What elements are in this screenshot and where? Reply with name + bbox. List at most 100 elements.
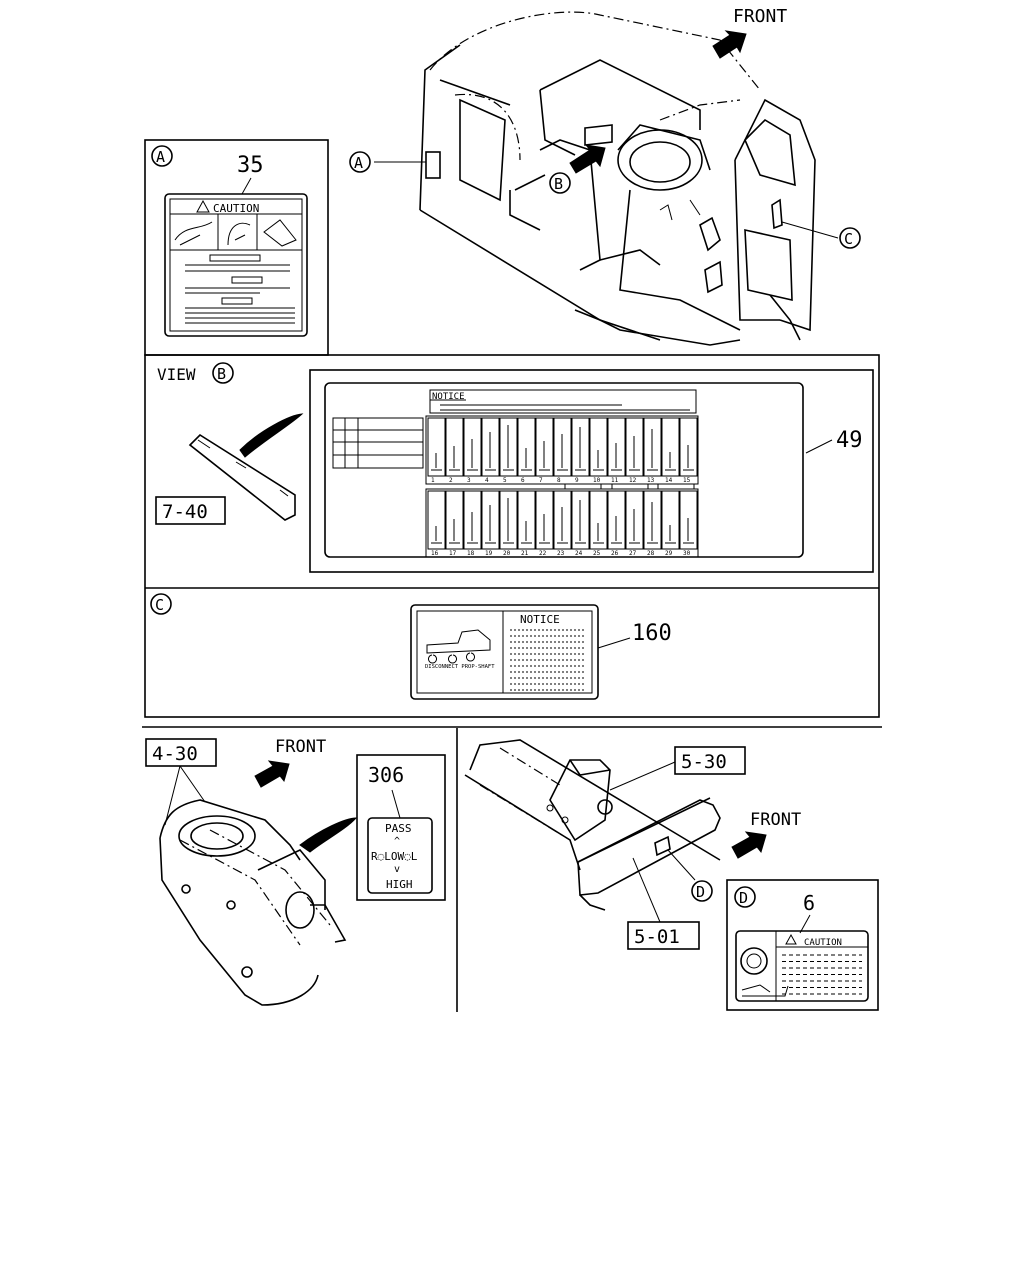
view-a-panel: A 35 CAUTION <box>144 139 329 356</box>
front-label-top: FRONT <box>733 6 787 27</box>
fuse-number: 3 <box>467 477 471 484</box>
frame-illustration: 5-30 D 5-01 FRONT <box>464 739 801 950</box>
fuse-number: 14 <box>665 477 673 484</box>
front-arrow-icon <box>712 30 747 59</box>
view-a-letter: A <box>156 148 165 166</box>
front-arrow-top: FRONT <box>712 6 787 59</box>
fuse-number: 7 <box>539 477 543 484</box>
svg-text:^: ^ <box>394 836 400 847</box>
view-c-letter: C <box>155 596 164 614</box>
truck-icon <box>426 629 491 664</box>
notice-text-b: NOTICE <box>432 392 465 402</box>
ref-5-30: 5-30 <box>681 751 727 773</box>
fuse-slot: 13 <box>643 417 662 484</box>
fuse-slot: 1 <box>427 417 446 484</box>
fuse-number: 17 <box>449 550 457 557</box>
view-c-panel: C DISCONNECT PROP-SHAFT NOTICE 160 <box>150 593 672 700</box>
fuse-number: 13 <box>647 477 655 484</box>
caution-text-a: CAUTION <box>213 202 259 215</box>
fuse-number: 12 <box>629 477 637 484</box>
lever-illustration: 4-30 FRONT 306 PASS ^ R◌LOW◌L v HIGH <box>145 737 446 1006</box>
front-label-right: FRONT <box>750 810 801 830</box>
callout-a-cab: A <box>349 151 371 173</box>
fuse-slot: 23 <box>553 490 572 557</box>
view-label: VIEW <box>157 365 196 384</box>
notice-text-c: NOTICE <box>520 613 560 626</box>
fuse-number: 4 <box>485 477 489 484</box>
fuse-slot: 17 <box>445 490 464 557</box>
fuse-number: 18 <box>467 550 475 557</box>
front-arrow-icon-left <box>254 760 290 788</box>
callout-b-cab: B <box>549 172 571 194</box>
svg-text:A: A <box>354 154 363 172</box>
fuse-slot: 6 <box>517 417 536 484</box>
disconnect-text: DISCONNECT PROP-SHAFT <box>425 664 495 670</box>
fuse-number: 21 <box>521 550 529 557</box>
part-number-306: 306 <box>368 763 404 787</box>
view-bc-frame <box>144 354 880 718</box>
fuse-slot: 19 <box>481 490 500 557</box>
fuse-slot: 30 <box>679 490 698 557</box>
fuse-number: 2 <box>449 477 453 484</box>
fuse-number: 19 <box>485 550 493 557</box>
part-number-49: 49 <box>836 428 863 453</box>
callout-c-cab: C <box>839 227 861 249</box>
fuse-number: 23 <box>557 550 565 557</box>
fuse-slot: 8 <box>553 417 572 484</box>
svg-text:v: v <box>394 864 400 875</box>
pass-text: PASS <box>385 822 412 835</box>
fuse-slot: 16 <box>427 490 446 557</box>
part-number-160: 160 <box>632 621 672 646</box>
caution-triangle-icon <box>196 199 210 213</box>
fuse-number: 5 <box>503 477 507 484</box>
fuse-number: 26 <box>611 550 619 557</box>
fuse-slot: 21 <box>517 490 536 557</box>
cab-illustration <box>374 11 839 346</box>
fuse-number: 25 <box>593 550 601 557</box>
view-d-letter: D <box>739 889 748 907</box>
fuse-number: 15 <box>683 477 691 484</box>
fuse-slot: 29 <box>661 490 680 557</box>
fuse-slot: 28 <box>643 490 662 557</box>
fuse-number: 9 <box>575 477 579 484</box>
front-label-left: FRONT <box>275 737 326 757</box>
fuse-slot: 2 <box>445 417 464 484</box>
fuse-number: 22 <box>539 550 547 557</box>
fuse-slot: 20 <box>499 490 518 557</box>
part-number-35: 35 <box>237 153 264 178</box>
part-number-6: 6 <box>803 891 815 915</box>
fuse-slot: 3 <box>463 417 482 484</box>
fuse-number: 20 <box>503 550 511 557</box>
fuse-slot: 27 <box>625 490 644 557</box>
high-text: HIGH <box>386 878 413 891</box>
fuse-slot: 15 <box>679 417 698 484</box>
fuse-number: 10 <box>593 477 601 484</box>
view-b-letter: B <box>217 365 226 383</box>
fuse-slot: 5 <box>499 417 518 484</box>
ref-7-40: 7-40 <box>162 501 208 523</box>
fuse-slot: 14 <box>661 417 680 484</box>
view-b-arrow-icon <box>569 144 606 174</box>
fuse-number: 29 <box>665 550 673 557</box>
fuse-slot: 12 <box>625 417 644 484</box>
fuse-number: 8 <box>557 477 561 484</box>
callout-d-letter: D <box>696 883 705 901</box>
fuse-number: 11 <box>611 477 619 484</box>
low-text: R◌LOW◌L <box>371 850 418 863</box>
fuse-slot: 18 <box>463 490 482 557</box>
fuse-number: 24 <box>575 550 583 557</box>
front-arrow-icon-right <box>731 831 767 859</box>
fuse-number: 30 <box>683 550 691 557</box>
fuse-slot: 10 <box>589 417 608 484</box>
fuse-number: 1 <box>431 477 435 484</box>
fuse-number: 6 <box>521 477 525 484</box>
fuse-number: 16 <box>431 550 439 557</box>
caution-text-d: CAUTION <box>804 938 842 948</box>
fuse-number: 27 <box>629 550 637 557</box>
svg-text:C: C <box>844 230 853 248</box>
fuse-slot: 7 <box>535 417 554 484</box>
view-d-panel: D 6 CAUTION <box>726 879 879 1011</box>
